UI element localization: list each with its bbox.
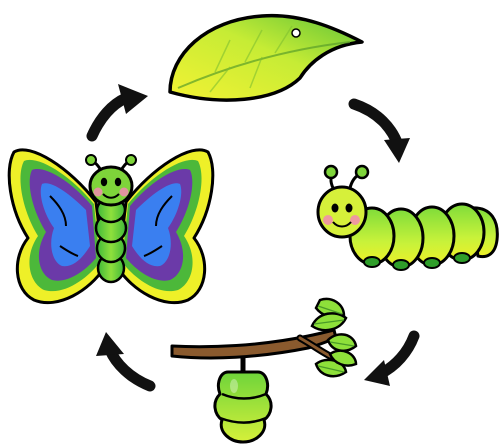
leaf-icon	[170, 16, 362, 100]
butterfly-icon	[9, 150, 213, 303]
arrow-chrysalis-to-butterfly-icon	[96, 332, 150, 386]
arrow-caterpillar-to-chrysalis-icon	[364, 336, 414, 386]
arrow-butterfly-to-leaf-icon	[92, 84, 148, 136]
caterpillar-icon	[318, 166, 497, 270]
arrow-leaf-to-caterpillar-icon	[354, 104, 410, 163]
chrysalis-icon	[172, 299, 356, 442]
